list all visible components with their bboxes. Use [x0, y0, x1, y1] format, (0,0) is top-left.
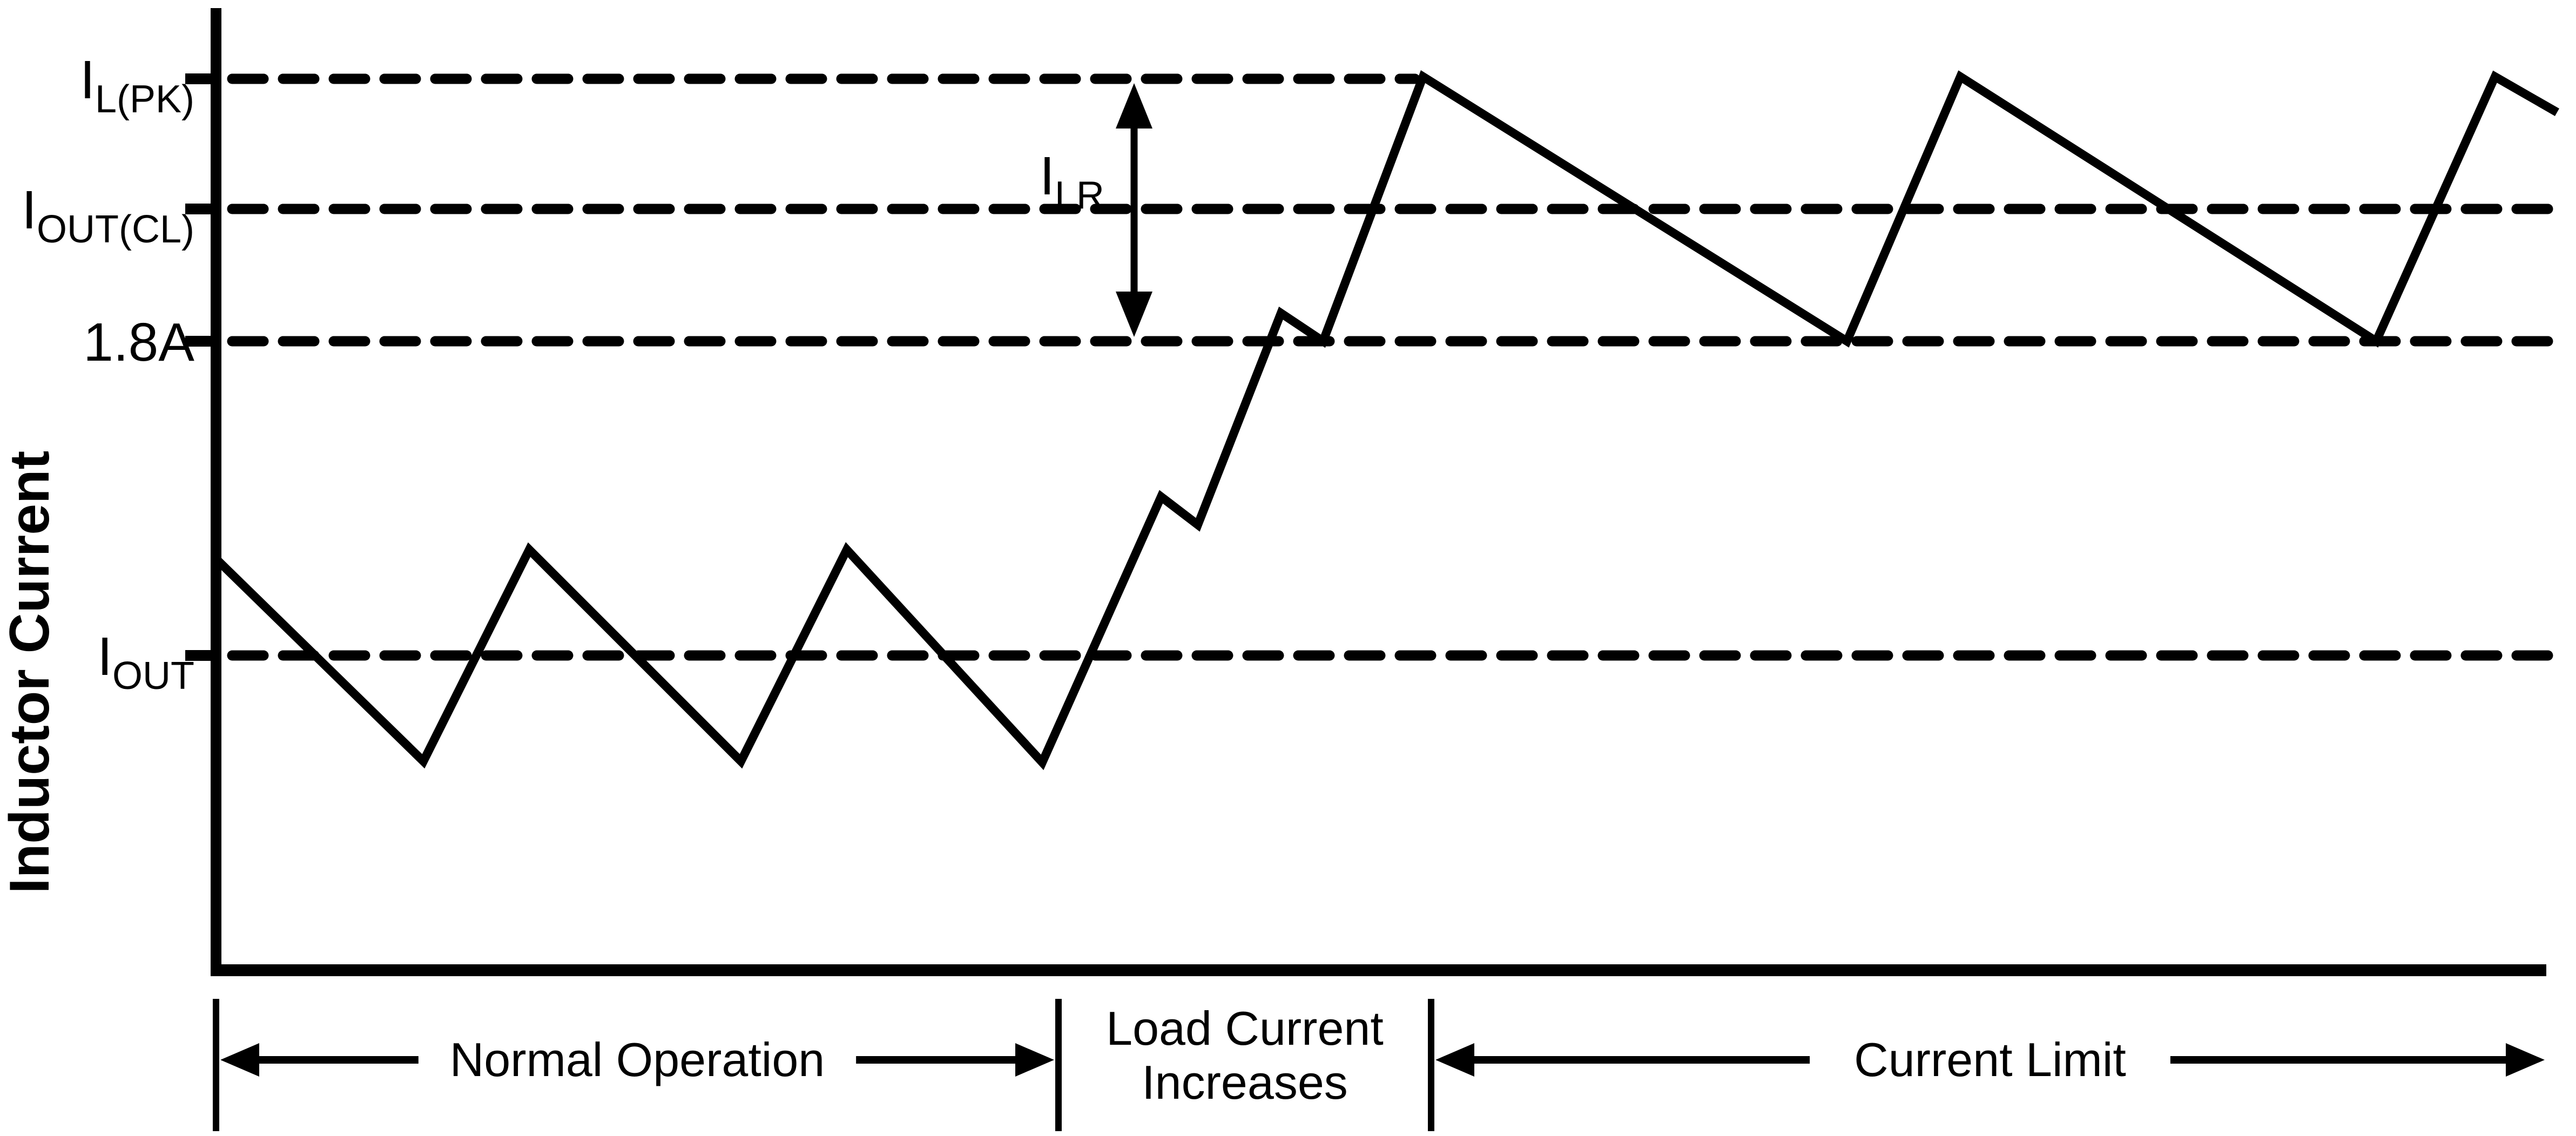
- reference-dashed-lines: [185, 73, 2568, 661]
- label-normal-operation: Normal Operation: [450, 1033, 825, 1086]
- label-increases: Increases: [1142, 1056, 1348, 1109]
- y-axis-title: Inductor Current: [0, 451, 61, 894]
- label-ilr: ILR: [1040, 146, 1104, 217]
- label-load-current: Load Current: [1106, 1002, 1384, 1055]
- label-iout-cl: IOUT(CL): [22, 180, 194, 251]
- axes: [211, 8, 2546, 976]
- inductor-current-waveform: [211, 70, 2559, 770]
- ripple-arrow: [1116, 83, 1152, 337]
- bottom-region-band: [213, 999, 2545, 1131]
- label-1-8a: 1.8A: [83, 312, 194, 373]
- label-il-pk: IL(PK): [80, 50, 194, 121]
- label-iout: IOUT: [97, 626, 194, 698]
- label-current-limit: Current Limit: [1854, 1033, 2126, 1086]
